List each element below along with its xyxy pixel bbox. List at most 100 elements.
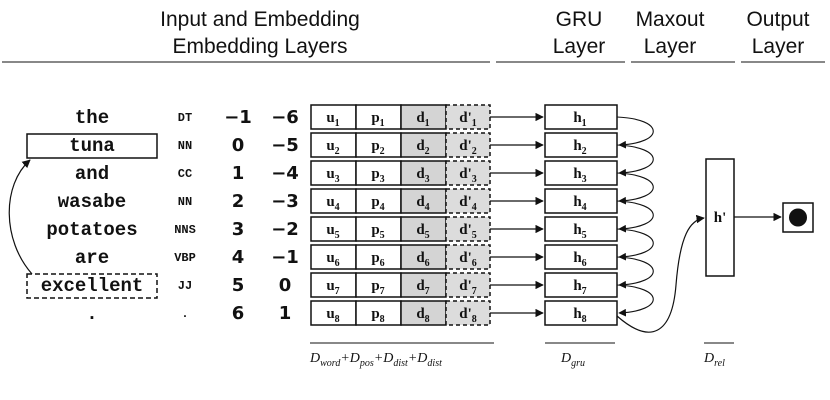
distance-to-target: 0 [232,135,245,156]
word-token: and [75,163,109,185]
distance-embedding-2-label: d'6 [459,250,477,269]
recurrent-arrow [616,116,654,149]
pos-tag: NN [178,139,192,153]
distance-embedding-cell [400,300,447,326]
distance-embedding-cell-2 [445,244,491,270]
word-embedding-cell [310,272,357,298]
maxout-label: h' [714,210,727,226]
distance-embedding-2-label: d'7 [459,278,477,297]
distance-embedding-2-label: d'3 [459,166,477,185]
header-maxout-line1: Maxout [636,8,705,31]
pos-embedding-label: p7 [371,278,384,297]
gru-hidden-label: h8 [573,306,586,325]
dim-label-rel: Drel [703,351,725,369]
gru-hidden-cell [544,188,618,214]
header-output-line2: Layer [752,35,805,58]
distance-to-target: 6 [232,303,245,324]
header-maxout-line2: Layer [644,35,697,58]
pos-embedding-label: p4 [371,194,384,213]
recurrent-arrow [616,284,654,317]
distance-to-opinion: −4 [271,163,299,184]
word-token: the [75,107,109,129]
distance-to-opinion: −2 [271,219,299,240]
header-output-line1: Output [746,8,809,31]
distance-embedding-label: d5 [416,222,429,241]
word-token: tuna [69,135,115,157]
pos-tag: CC [178,167,192,181]
distance-to-opinion: −5 [271,135,299,156]
h8-to-maxout-arrow [616,214,705,333]
recurrent-arrow [616,172,654,205]
opinion-word-box [26,273,158,299]
pos-embedding-label: p2 [371,138,384,157]
distance-embedding-2-label: d'8 [459,306,477,325]
pos-tag: NNS [174,223,196,237]
distance-embedding-label: d7 [416,278,429,297]
distance-embedding-cell [400,216,447,242]
pos-tag: DT [178,111,192,125]
word-embedding-cell [310,132,357,158]
word-embedding-cell [310,300,357,326]
header-input-line2: Embedding Layers [172,35,347,58]
pos-embedding-label: p1 [371,110,384,129]
word-embedding-cell [310,160,357,186]
word-token: are [75,247,109,269]
header-input-line1: Input and Embedding [160,8,360,31]
distance-embedding-2-label: d'1 [459,110,477,129]
distance-to-target: 1 [232,163,245,184]
distance-embedding-label: d1 [416,110,429,129]
word-embedding-label: u5 [326,222,339,241]
word-embedding-label: u1 [326,110,339,129]
header-gru-line1: GRU [556,8,603,31]
output-box [782,202,814,233]
pos-embedding-cell [355,300,402,326]
distance-embedding-label: d8 [416,306,429,325]
pos-embedding-cell [355,244,402,270]
pos-tag: . [181,307,188,321]
distance-embedding-2-label: d'4 [459,194,477,213]
pos-embedding-label: p5 [371,222,384,241]
word-token: potatoes [46,219,137,241]
gru-hidden-cell [544,132,618,158]
distance-to-opinion: −6 [271,107,299,128]
gru-hidden-label: h4 [573,194,586,213]
pos-embedding-label: p8 [371,306,384,325]
gru-hidden-cell [544,160,618,186]
recurrent-arrow [616,256,654,289]
distance-to-target: 4 [232,247,245,268]
pos-embedding-cell [355,160,402,186]
output-node [789,208,807,227]
pos-tag: NN [178,195,192,209]
distance-embedding-label: d2 [416,138,429,157]
distance-embedding-cell [400,160,447,186]
target-word-box [26,133,158,159]
pos-embedding-cell [355,104,402,130]
word-token: . [86,303,97,325]
pos-tag: VBP [174,251,196,265]
distance-embedding-cell-2 [445,160,491,186]
gru-hidden-cell [544,272,618,298]
word-embedding-cell [310,104,357,130]
distance-to-target: −1 [224,107,252,128]
gru-hidden-cell [544,300,618,326]
word-embedding-label: u3 [326,166,339,185]
gru-hidden-label: h1 [573,110,586,129]
distance-to-opinion: −1 [271,247,299,268]
distance-embedding-label: d4 [416,194,429,213]
pos-tag: JJ [178,279,192,293]
gru-hidden-label: h2 [573,138,586,157]
dim-label-embed: Dword+Dpos+Ddist+Ddist [309,351,442,369]
gru-hidden-label: h6 [573,250,586,269]
gru-hidden-cell [544,216,618,242]
gru-recurrent-connections [616,116,654,317]
word-embedding-cell [310,216,357,242]
distance-embedding-label: d3 [416,166,429,185]
distance-to-opinion: −3 [271,191,299,212]
word-token: excellent [41,275,144,297]
header-gru-line2: Layer [553,35,606,58]
gru-hidden-label: h3 [573,166,586,185]
gru-hidden-label: h5 [573,222,586,241]
distance-embedding-2-label: d'2 [459,138,477,157]
distance-to-opinion: 1 [279,303,292,324]
